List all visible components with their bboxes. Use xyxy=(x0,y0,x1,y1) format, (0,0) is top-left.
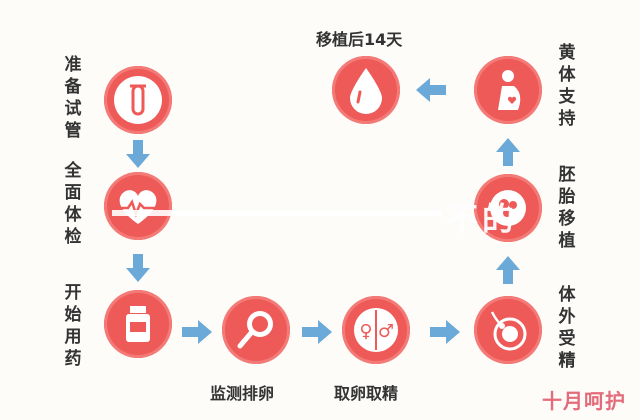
label-ivf: 体外受精 xyxy=(558,285,576,371)
brand-logo: 十月呵护 xyxy=(542,389,626,413)
node-ivf xyxy=(474,296,542,364)
label-checkup: 全面体检 xyxy=(64,161,82,247)
pregnant-woman-icon xyxy=(498,70,521,110)
test-tube-icon xyxy=(114,76,162,124)
label-monitor: 监测排卵 xyxy=(210,384,275,403)
label-retrieve: 取卵取精 xyxy=(334,384,399,403)
label-medication: 开始用药 xyxy=(64,283,82,369)
blood-drop-icon xyxy=(350,68,382,114)
arrow-up-2 xyxy=(496,138,520,166)
node-prep-tube xyxy=(104,66,172,134)
magnifier-icon xyxy=(237,311,273,349)
node-luteal xyxy=(474,56,542,124)
medicine-bottle-icon xyxy=(126,306,150,342)
node-checkup xyxy=(104,172,172,240)
arrow-down-2 xyxy=(126,254,150,282)
node-retrieve: ♀ ♂ xyxy=(342,296,410,364)
svg-text:♂: ♂ xyxy=(378,321,394,342)
arrow-up-1 xyxy=(496,256,520,284)
label-luteal: 黄体支持 xyxy=(558,43,576,129)
arrow-down-1 xyxy=(126,140,150,168)
node-day14 xyxy=(332,56,400,124)
node-transfer xyxy=(474,174,542,242)
watermark-bar xyxy=(112,210,442,216)
gender-symbols-icon: ♀ ♂ xyxy=(354,308,398,352)
heartbeat-icon xyxy=(118,190,158,224)
label-day14: 移植后14天 xyxy=(316,30,403,49)
embryo-icon xyxy=(490,190,526,226)
arrow-right-1 xyxy=(182,320,212,344)
arrow-left-1 xyxy=(416,78,446,102)
arrow-right-2 xyxy=(302,320,332,344)
svg-text:♀: ♀ xyxy=(359,321,372,342)
node-monitor xyxy=(222,296,290,364)
label-prep-tube: 准备试管 xyxy=(64,55,82,141)
label-transfer: 胚胎移植 xyxy=(558,165,576,251)
node-medication xyxy=(104,290,172,358)
watermark-text: 不的 xyxy=(446,200,519,238)
sperm-egg-icon xyxy=(490,311,527,351)
arrow-right-3 xyxy=(430,320,460,344)
